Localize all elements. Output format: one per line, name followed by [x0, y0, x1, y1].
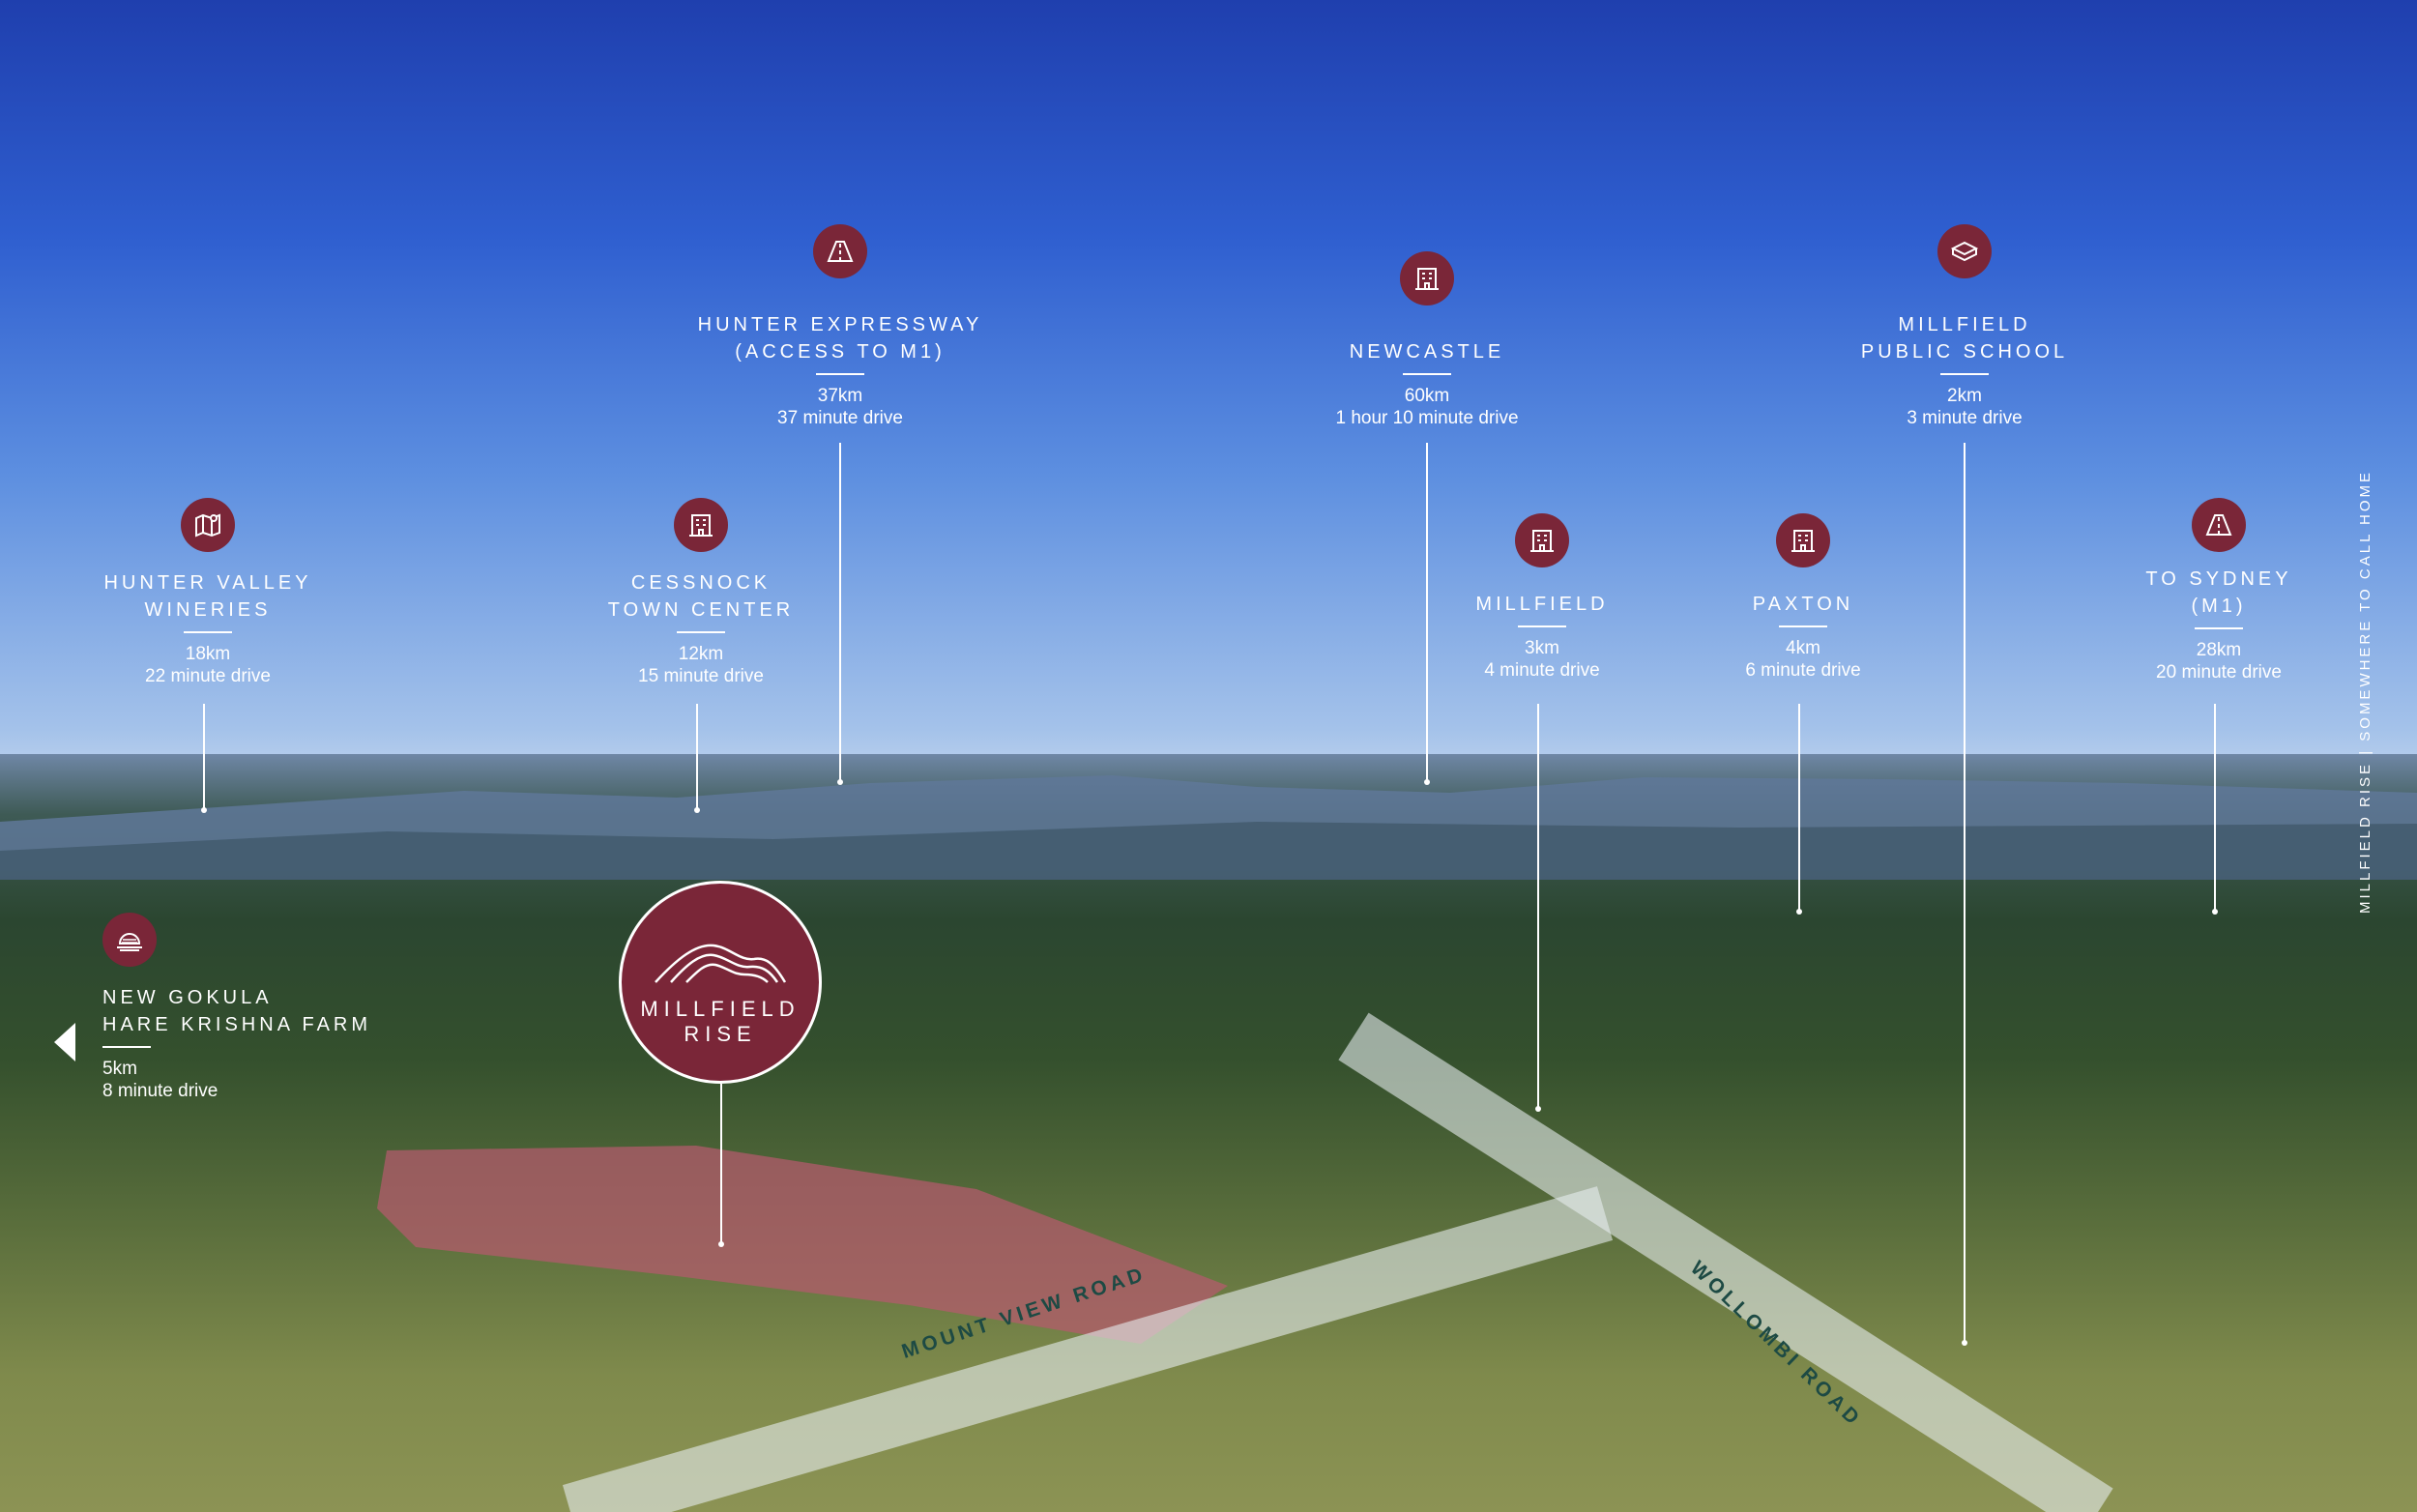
location-distance: 2km: [1947, 386, 1982, 406]
leader-dot: [718, 1241, 724, 1247]
location-distance: 5km: [102, 1059, 137, 1079]
location-distance: 3km: [1525, 638, 1559, 658]
location-drive-time: 6 minute drive: [1745, 660, 1861, 681]
leader-line: [1537, 704, 1539, 1110]
location-name: NEWCASTLE: [1349, 341, 1505, 363]
location-distance: 12km: [678, 644, 724, 664]
divider: [677, 631, 725, 633]
divider: [816, 373, 864, 375]
building-icon: [674, 498, 728, 552]
leader-line: [203, 704, 205, 810]
leader-dot: [837, 779, 843, 785]
location-distance: 4km: [1786, 638, 1820, 658]
mount-view-road: [562, 1186, 1614, 1512]
building-icon: [1515, 513, 1569, 567]
location-drive-time: 20 minute drive: [2156, 662, 2282, 683]
location-paxton: PAXTON 4km 6 minute drive: [1673, 513, 1934, 682]
location-drive-time: 1 hour 10 minute drive: [1335, 408, 1519, 428]
sunrise-icon: [102, 913, 157, 967]
building-icon: [1776, 513, 1830, 567]
location-drive-time: 4 minute drive: [1484, 660, 1600, 681]
location-distance: 37km: [817, 386, 863, 406]
location-name: HUNTER EXPRESSWAY(ACCESS TO M1): [697, 314, 983, 363]
divider: [1403, 373, 1451, 375]
leader-dot: [694, 807, 700, 813]
location-drive-time: 3 minute drive: [1907, 408, 2023, 428]
location-distance: 28km: [2196, 640, 2242, 660]
development-site-area: [377, 1146, 1228, 1344]
location-distance: 60km: [1404, 386, 1450, 406]
badge-line-2: RISE: [684, 1022, 757, 1046]
leader-dot: [1535, 1106, 1541, 1112]
location-name: PAXTON: [1752, 594, 1854, 615]
divider: [1518, 625, 1566, 627]
location-drive-time: 37 minute drive: [777, 408, 903, 428]
location-name: TO SYDNEY(M1): [2145, 568, 2292, 617]
divider: [102, 1046, 151, 1048]
side-caption: MILLFIELD RISE | SOMEWHERE TO CALL HOME: [2357, 469, 2373, 914]
leader-dot: [1962, 1340, 1967, 1346]
leader-dot: [1796, 909, 1802, 915]
divider: [2195, 627, 2243, 629]
divider: [1940, 373, 1989, 375]
map-icon: [181, 498, 235, 552]
location-to-sydney: TO SYDNEY(M1) 28km 20 minute drive: [2088, 498, 2349, 683]
leader-line: [1798, 704, 1800, 913]
leader-dot: [201, 807, 207, 813]
road-icon: [813, 224, 867, 278]
distant-hills: [0, 775, 2417, 880]
leader-dot: [2212, 909, 2218, 915]
location-name: MILLFIELD: [1475, 594, 1609, 615]
road-icon: [2192, 498, 2246, 552]
location-newcastle: NEWCASTLE 60km 1 hour 10 minute drive: [1282, 251, 1572, 429]
wollombi-road: [1338, 1012, 2113, 1512]
leader-line: [839, 443, 841, 783]
leader-line: [1964, 443, 1966, 1344]
leader-dot: [1424, 779, 1430, 785]
previous-arrow-icon[interactable]: [54, 1023, 75, 1061]
leader-line: [696, 704, 698, 810]
location-drive-time: 8 minute drive: [102, 1081, 218, 1101]
building-icon: [1400, 251, 1454, 305]
leader-line: [720, 1084, 722, 1244]
divider: [1779, 625, 1827, 627]
millfield-rise-badge: MILLFIELD RISE: [619, 881, 822, 1084]
leader-line: [2214, 704, 2216, 913]
sky: [0, 0, 2417, 793]
location-drive-time: 15 minute drive: [638, 666, 764, 686]
landscape: [0, 754, 2417, 1512]
location-hunter-expressway: HUNTER EXPRESSWAY(ACCESS TO M1) 37km 37 …: [695, 224, 985, 429]
badge-line-1: MILLFIELD: [640, 997, 801, 1021]
location-distance: 18km: [185, 644, 231, 664]
leader-line: [1426, 443, 1428, 783]
school-icon: [1937, 224, 1992, 278]
location-drive-time: 22 minute drive: [145, 666, 271, 686]
divider: [184, 631, 232, 633]
hills-logo-icon: [655, 944, 787, 983]
location-millfield: MILLFIELD 3km 4 minute drive: [1412, 513, 1673, 682]
